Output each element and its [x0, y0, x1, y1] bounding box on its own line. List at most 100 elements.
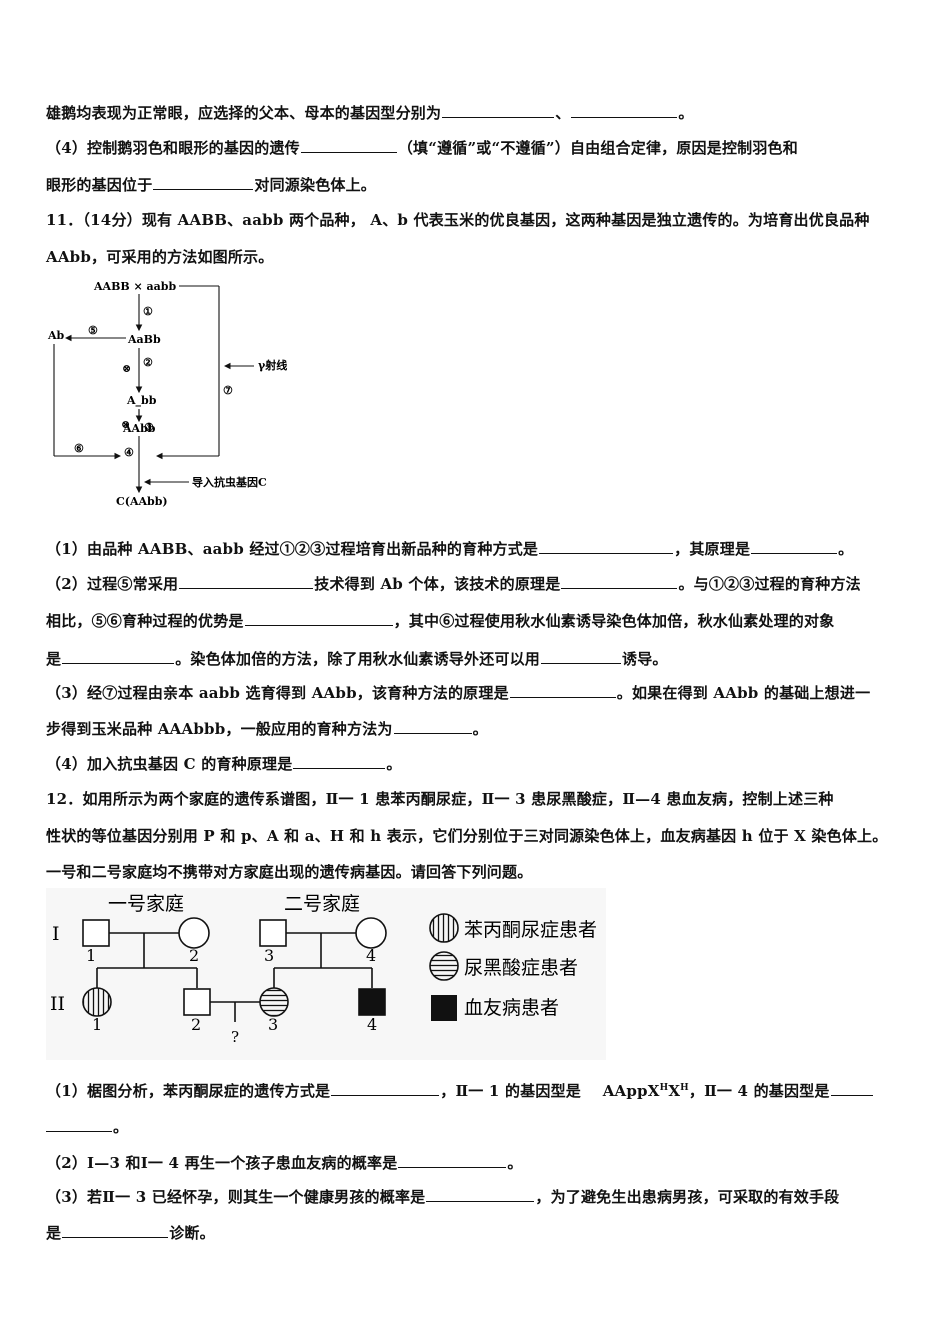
- q10-line2: （4）控制鹅羽色和眼形的基因的遗传 （填“遵循”或“不遵循”）自由组合定律，原因是…: [46, 137, 798, 158]
- aabb-label: AAbb: [122, 422, 156, 435]
- text: 、: [555, 104, 571, 122]
- aabb-f1-label: AaBb: [127, 333, 161, 346]
- answer-blank[interactable]: [426, 1186, 535, 1202]
- step-6: ⑥: [74, 442, 84, 455]
- q11-sub2-cont: 相比，⑤⑥育种过程的优势是 ，其中⑥过程使用秋水仙素诱导染色体加倍，秋水仙素处理的…: [46, 610, 834, 631]
- q12-sub2: （2）Ⅰ—3 和Ⅰ一 4 再生一个孩子患血友病的概率是。: [46, 1152, 523, 1173]
- answer-blank[interactable]: [830, 1080, 873, 1096]
- i2-female: [178, 917, 210, 949]
- answer-blank[interactable]: [509, 682, 616, 698]
- q11-sub2-cont2: 是 。染色体加倍的方法，除了用秋水仙素诱导外还可以用 诱导。: [46, 648, 668, 669]
- q10-line3: 眼形的基因位于对同源染色体上。: [46, 174, 376, 195]
- genotype: X: [668, 1082, 681, 1100]
- a-bb-label: A_bb: [126, 394, 157, 408]
- gamma-label: γ射线: [258, 358, 287, 372]
- answer-blank[interactable]: [62, 1222, 169, 1238]
- answer-blank[interactable]: [331, 1080, 440, 1096]
- text: 眼形的基因位于: [46, 176, 153, 194]
- ii2-male: [183, 988, 211, 1016]
- final-label: C(AAbb): [116, 495, 168, 508]
- text: 。与①②③过程的育种方法: [678, 575, 861, 593]
- text: 诱导。: [622, 650, 668, 668]
- breeding-diagram-symbols: ⊗ ③: [121, 418, 154, 434]
- answer-blank[interactable]: [300, 137, 397, 153]
- answer-blank[interactable]: [571, 102, 678, 118]
- q11-sub4: （4）加入抗虫基因 C 的育种原理是。: [46, 753, 402, 774]
- text: ，其中⑥过程使用秋水仙素诱导染色体加倍，秋水仙素处理的对象: [393, 612, 835, 630]
- text: 。: [113, 1118, 129, 1136]
- text: 。: [838, 540, 854, 558]
- text: 。: [472, 720, 488, 738]
- text: 诊断。: [169, 1224, 215, 1242]
- label-ii2: 2: [191, 1015, 201, 1034]
- pedigree-chart: 一号家庭 二号家庭 I II 1 2 3 4 ? 1 2 3 4 苯丙酮尿症患者…: [46, 888, 606, 1060]
- step-4: ④: [124, 446, 134, 459]
- text: （2）Ⅰ—3 和Ⅰ一 4 再生一个孩子患血友病的概率是: [46, 1154, 398, 1172]
- genotype: AAppX: [602, 1082, 660, 1100]
- text: 。如果在得到 AAbb 的基础上想进一: [616, 684, 871, 702]
- step-3: ③: [144, 421, 154, 434]
- text: 技术得到 Ab 个体，该技术的原理是: [314, 575, 561, 593]
- text: （1）椐图分析，苯丙酮尿症的遗传方式是: [46, 1082, 331, 1100]
- legend-alkaptonuria-icon: [429, 951, 459, 981]
- label-i4: 4: [366, 946, 376, 965]
- answer-blank[interactable]: [541, 648, 622, 664]
- text: 。染色体加倍的方法，除了用秋水仙素诱导外还可以用: [175, 650, 541, 668]
- text: ，Ⅱ一 1 的基因型是: [440, 1082, 581, 1100]
- legend-hemophilia: 血友病患者: [464, 997, 559, 1019]
- answer-blank[interactable]: [46, 1116, 112, 1132]
- text: （3）经⑦过程由亲本 aabb 选育得到 AAbb，该育种方法的原理是: [46, 684, 509, 702]
- text: ，Ⅱ一 4 的基因型是: [688, 1082, 830, 1100]
- answer-blank[interactable]: [153, 174, 254, 190]
- inject-label: 导入抗虫基因C: [192, 475, 267, 489]
- text: 是: [46, 650, 62, 668]
- text: （填“遵循”或“不遵循”）自由组合定律，原因是控制羽色和: [397, 139, 798, 157]
- answer-blank[interactable]: [398, 1152, 507, 1168]
- ab-label: Ab: [47, 329, 65, 342]
- ii3-female-alkaptonuria: [259, 987, 289, 1017]
- legend-alkaptonuria: 尿黑酸症患者: [464, 957, 578, 979]
- answer-blank[interactable]: [293, 753, 386, 769]
- step-7: ⑦: [223, 384, 233, 397]
- q12-stem-line2: 性状的等位基因分别用 P 和 p、A 和 a、H 和 h 表示，它们分别位于三对…: [46, 827, 888, 845]
- answer-blank[interactable]: [442, 102, 555, 118]
- q11-sub2: （2）过程⑤常采用 技术得到 Ab 个体，该技术的原理是 。与①②③过程的育种方法: [46, 573, 861, 594]
- answer-blank[interactable]: [179, 573, 314, 589]
- family2-title: 二号家庭: [284, 893, 360, 915]
- text: 相比，⑤⑥育种过程的优势是: [46, 612, 244, 630]
- q12-sub3-cont: 是诊断。: [46, 1222, 215, 1243]
- answer-blank[interactable]: [539, 538, 674, 554]
- q12-stem-line3: 一号和二号家庭均不携带对方家庭出现的遗传病基因。请回答下列问题。: [46, 863, 533, 881]
- q12-sub1-cont: 。: [46, 1116, 128, 1137]
- q12-sub1: （1）椐图分析，苯丙酮尿症的遗传方式是，Ⅱ一 1 的基因型是 AAppXHXH，…: [46, 1080, 874, 1101]
- label-i2: 2: [189, 946, 199, 965]
- q11-sub1: （1）由品种 AABB、aabb 经过①②③过程培育出新品种的育种方式是，其原理…: [46, 538, 853, 559]
- answer-blank[interactable]: [393, 718, 472, 734]
- generation-2-label: II: [50, 993, 65, 1015]
- ii4-male-hemophilia: [358, 988, 386, 1016]
- answer-blank[interactable]: [62, 648, 175, 664]
- q11-sub3-cont: 步得到玉米品种 AAAbbb，一般应用的育种方法为。: [46, 718, 488, 739]
- answer-blank[interactable]: [561, 573, 678, 589]
- superscript: H: [659, 1083, 669, 1093]
- text: （3）若Ⅱ一 3 已经怀孕，则其生一个健康男孩的概率是: [46, 1188, 426, 1206]
- label-i1: 1: [86, 946, 96, 965]
- text: 雄鹅均表现为正常眼，应选择的父本、母本的基因型分别为: [46, 104, 442, 122]
- text: 。: [678, 104, 694, 122]
- ii1-female-pku: [82, 987, 112, 1017]
- text: （2）过程⑤常采用: [46, 575, 179, 593]
- legend-hemophilia-icon: [431, 995, 457, 1021]
- self-symbol: ⊗: [122, 362, 131, 375]
- family1-title: 一号家庭: [108, 893, 184, 915]
- self-symbol: ⊗: [121, 418, 130, 431]
- text: （4）控制鹅羽色和眼形的基因的遗传: [46, 139, 300, 157]
- label-i3: 3: [264, 946, 274, 965]
- step-2: ②: [143, 356, 153, 369]
- answer-blank[interactable]: [751, 538, 838, 554]
- legend-pku: 苯丙酮尿症患者: [464, 919, 597, 941]
- i4-female: [355, 917, 387, 949]
- text: 。: [386, 755, 402, 773]
- answer-blank[interactable]: [244, 610, 393, 626]
- text: ，其原理是: [674, 540, 751, 558]
- text: ，为了避免生出患病男孩，可采取的有效手段: [535, 1188, 840, 1206]
